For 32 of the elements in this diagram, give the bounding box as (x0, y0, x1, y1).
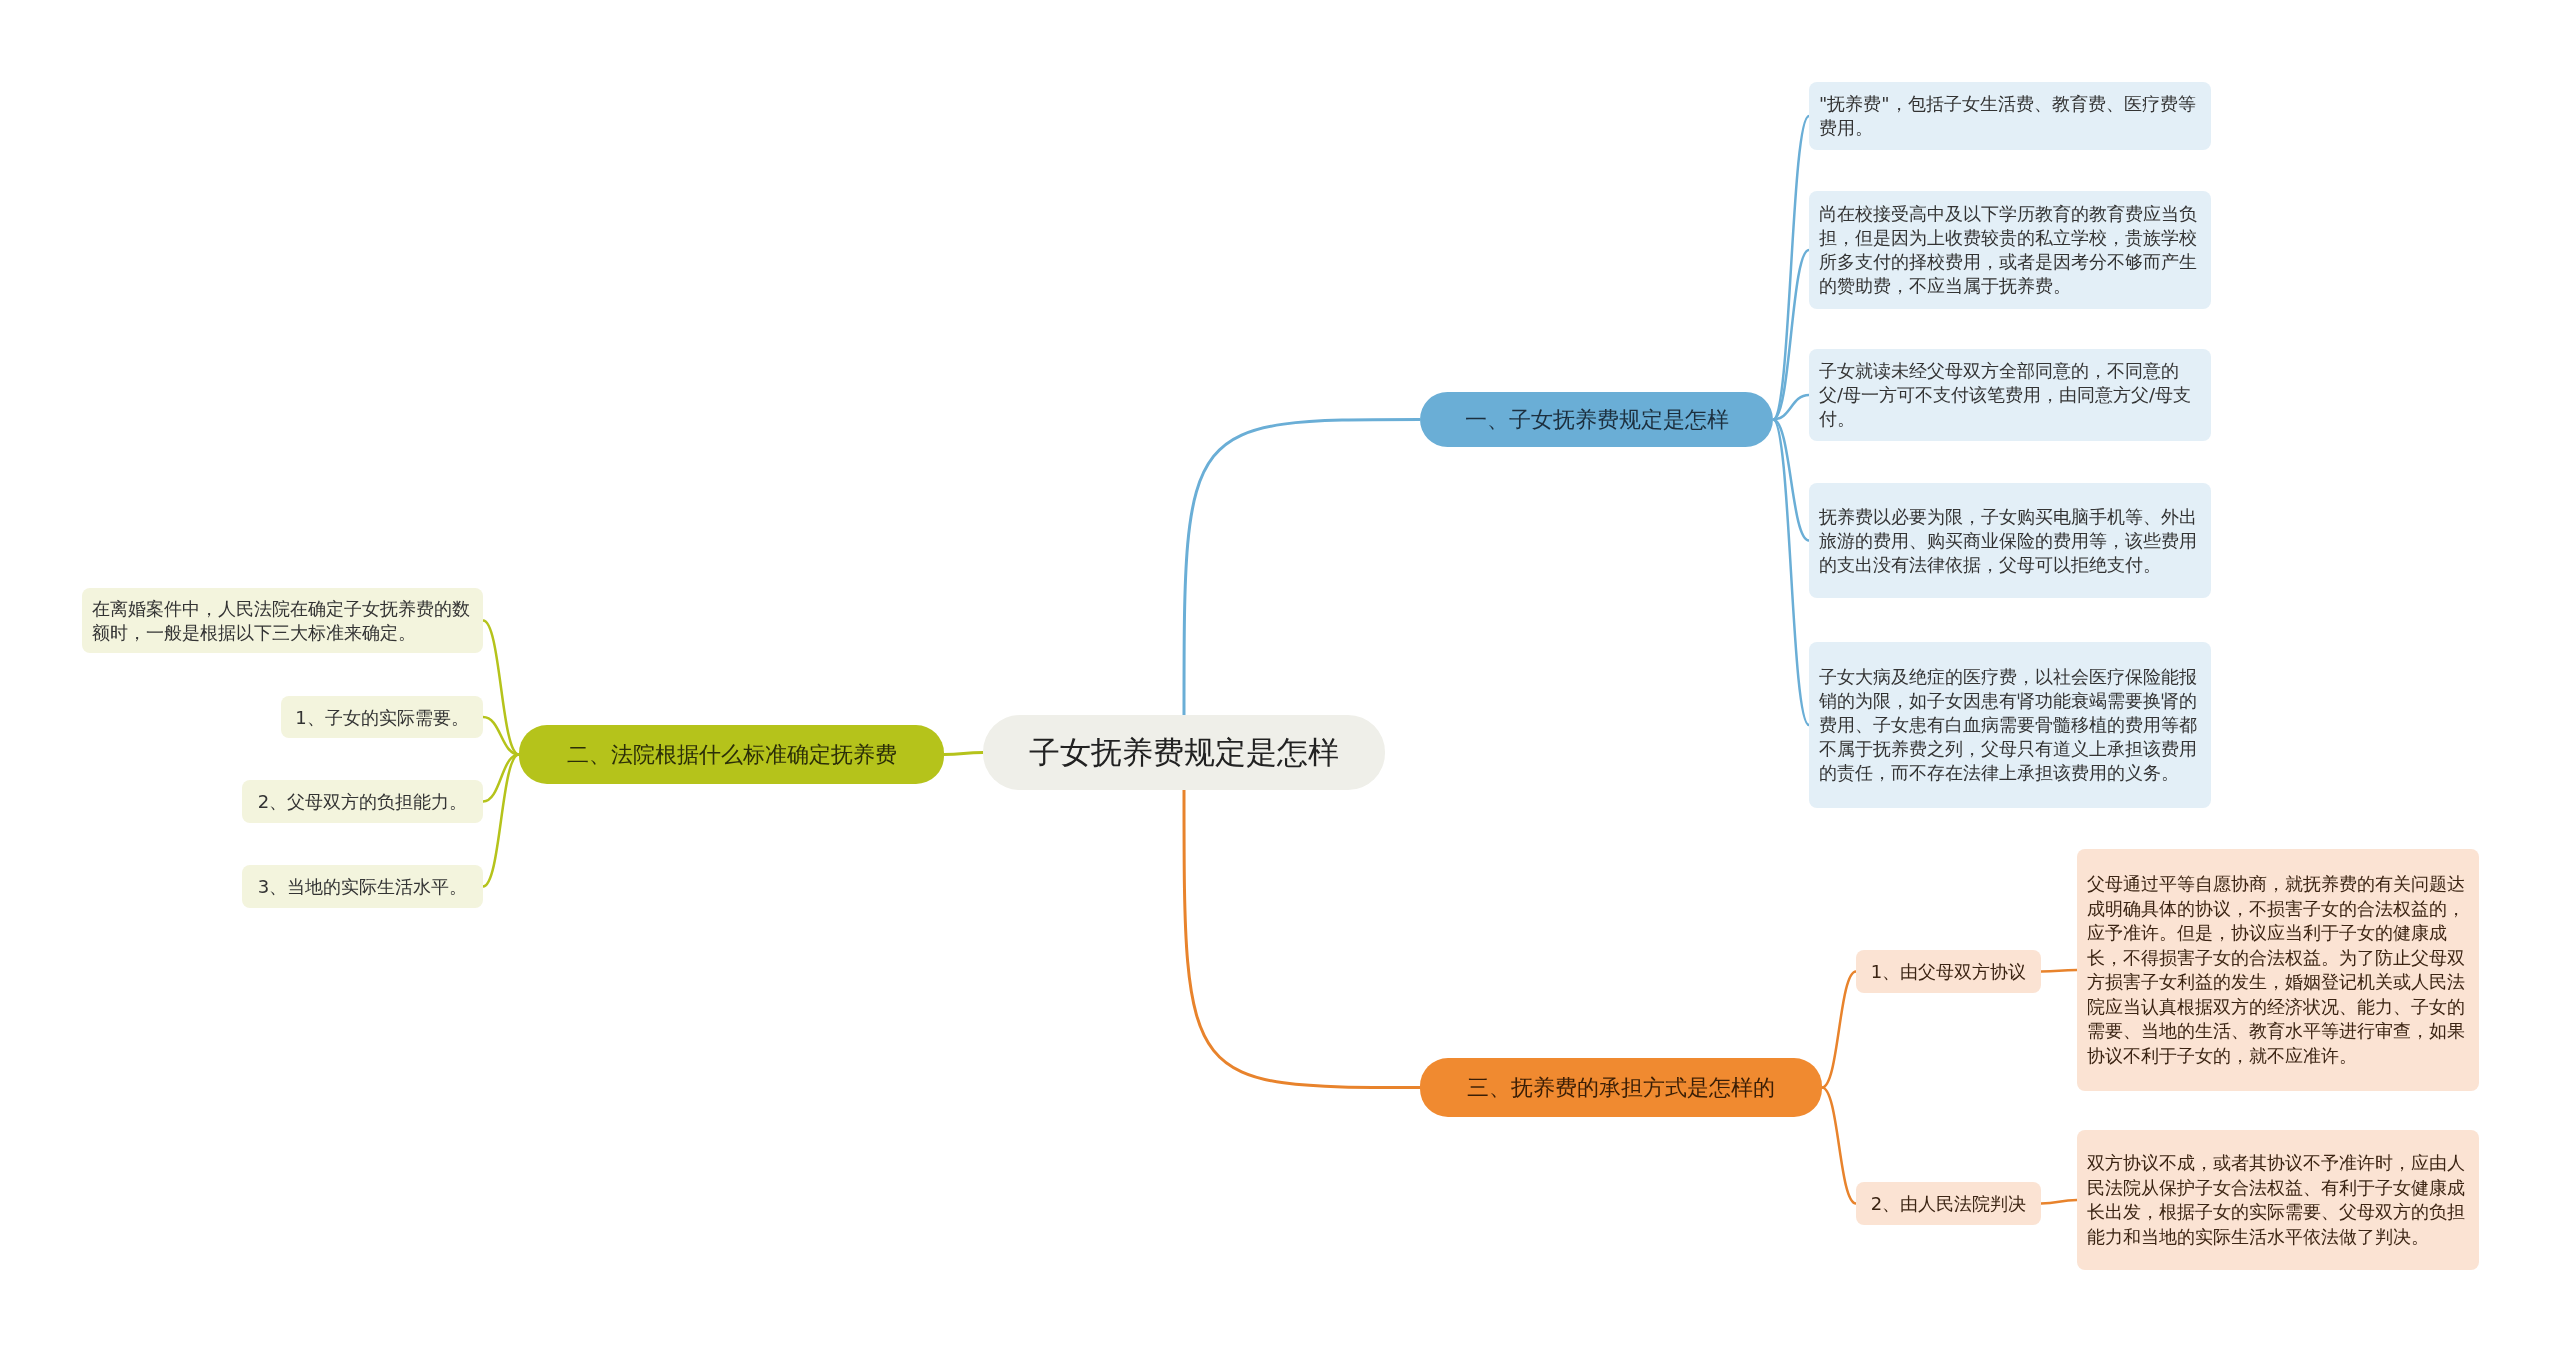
connector-line (2040, 1198, 2078, 1205)
branch-topic: 二、法院根据什么标准确定抚养费 (519, 725, 944, 784)
connector-line (1182, 418, 1420, 715)
subtopic-card: 1、由父母双方协议 (1856, 950, 2041, 993)
connector-line (944, 751, 983, 756)
branch-topic: 一、子女抚养费规定是怎样 (1420, 392, 1773, 447)
connector-line (1821, 1086, 1857, 1205)
subtopic-card: 子女大病及绝症的医疗费，以社会医疗保险能报销的为限，如子女因患有肾功能衰竭需要换肾的费用、子女患有白血病需要骨髓移植的费用等都不属于抚养费之列，父母只有道义上承担该费用的责任，而不存在法律上承担该费用的义务。 (1809, 642, 2211, 808)
detail-card: 父母通过平等自愿协商，就抚养费的有关问题达成明确具体的协议，不损害子女的合法权益的，应予准许。但是，协议应当利于子女的健康成长，不得损害子女的合法权益。为了防止父母双方损害子女利益的发生，婚姻登记机关或人民法院应当认真根据双方的经济状况、能力、子女的需要、当地的生活、教育水平等进行审查，如果协议不利于子女的，就不应准许。 (2077, 849, 2479, 1091)
connector-line (1772, 249, 1810, 421)
connector-line (482, 619, 520, 756)
detail-card: 双方协议不成，或者其协议不予准许时，应由人民法院从保护子女合法权益、有利于子女健康成长出发，根据子女的实际需要、父母双方的负担能力和当地的实际生活水平依法做了判决。 (2077, 1130, 2479, 1270)
subtopic-card: 1、子女的实际需要。 (281, 696, 483, 738)
connector-line (1821, 970, 1857, 1089)
subtopic-card: 3、当地的实际生活水平。 (242, 865, 483, 908)
central-topic: 子女抚养费规定是怎样 (983, 715, 1385, 790)
subtopic-card: 2、由人民法院判决 (1856, 1182, 2041, 1225)
connector-line (2041, 968, 2077, 973)
subtopic-card: "抚养费"，包括子女生活费、教育费、医疗费等费用。 (1809, 82, 2211, 150)
subtopic-card: 2、父母双方的负担能力。 (242, 780, 483, 823)
subtopic-card: 在离婚案件中，人民法院在确定子女抚养费的数额时，一般是根据以下三大标准来确定。 (82, 588, 483, 653)
connector-line (482, 715, 520, 756)
connector-line (1771, 115, 1811, 421)
connector-line (1771, 418, 1811, 726)
branch-topic: 三、抚养费的承担方式是怎样的 (1420, 1058, 1822, 1117)
connector-line (482, 753, 520, 803)
connector-line (1182, 790, 1420, 1089)
subtopic-card: 子女就读未经父母双方全部同意的，不同意的父/母一方可不支付该笔费用，由同意方父/母支付。 (1809, 349, 2211, 441)
subtopic-card: 抚养费以必要为限，子女购买电脑手机等、外出旅游的费用、购买商业保险的费用等，该些费用的支出没有法律依据，父母可以拒绝支付。 (1809, 483, 2211, 598)
connector-line (1772, 418, 1810, 542)
subtopic-card: 尚在校接受高中及以下学历教育的教育费应当负担，但是因为上收费较贵的私立学校，贵族学校所多支付的择校费用，或者是因考分不够而产生的赞助费，不应当属于抚养费。 (1809, 191, 2211, 309)
connector-line (482, 753, 520, 888)
